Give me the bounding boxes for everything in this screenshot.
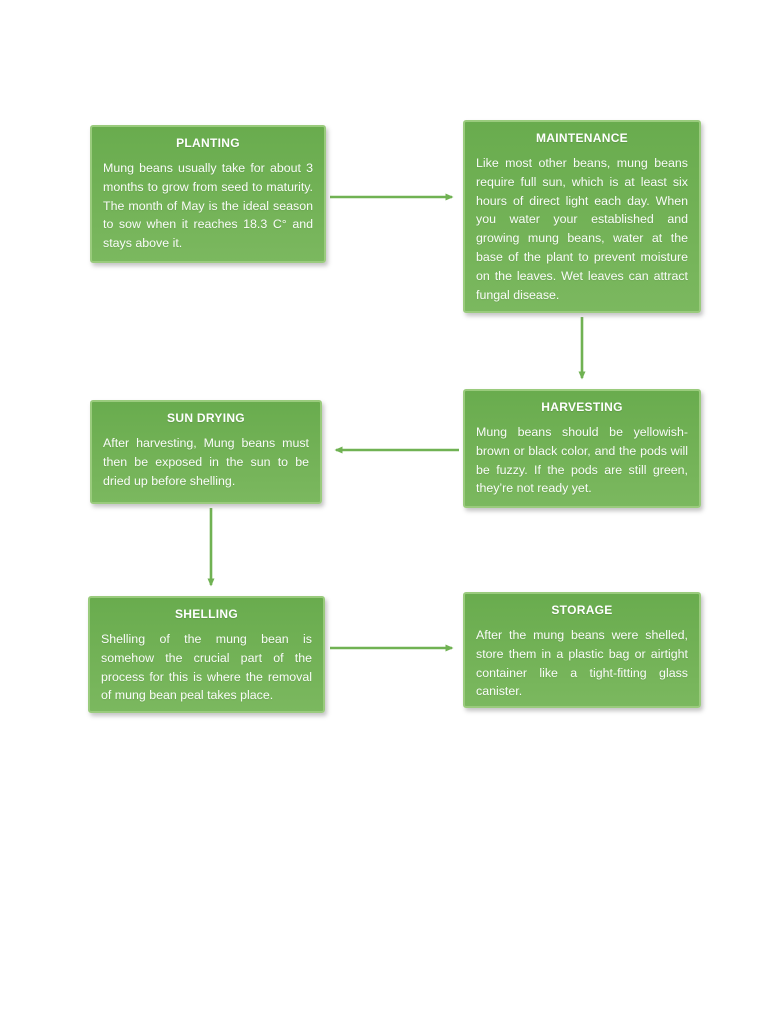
node-sun-drying-title: SUN DRYING	[167, 411, 245, 425]
node-planting-body: Mung beans usually take for about 3 mont…	[103, 161, 313, 251]
node-maintenance: MAINTENANCE Like most other beans, mung …	[463, 120, 701, 313]
node-maintenance-body: Like most other beans, mung beans requir…	[476, 156, 688, 302]
node-storage: STORAGE After the mung beans were shelle…	[463, 592, 701, 708]
node-shelling: SHELLING Shelling of the mung bean is so…	[88, 596, 325, 713]
node-harvesting-body: Mung beans should be yellowish-brown or …	[476, 425, 688, 496]
node-harvesting: HARVESTING Mung beans should be yellowis…	[463, 389, 701, 508]
node-storage-title: STORAGE	[551, 603, 613, 617]
node-shelling-title: SHELLING	[174, 607, 239, 621]
node-planting-title: PLANTING	[176, 136, 240, 150]
node-maintenance-title: MAINTENANCE	[536, 131, 628, 145]
node-sun-drying: SUN DRYING After harvesting, Mung beans …	[90, 400, 322, 504]
node-storage-body: After the mung beans were shelled, store…	[476, 628, 688, 699]
node-planting: PLANTING Mung beans usually take for abo…	[90, 125, 326, 263]
node-shelling-body: Shelling of the mung bean is somehow the…	[101, 632, 312, 703]
node-sun-drying-body: After harvesting, Mung beans must then b…	[103, 436, 309, 488]
node-harvesting-title: HARVESTING	[541, 400, 623, 414]
